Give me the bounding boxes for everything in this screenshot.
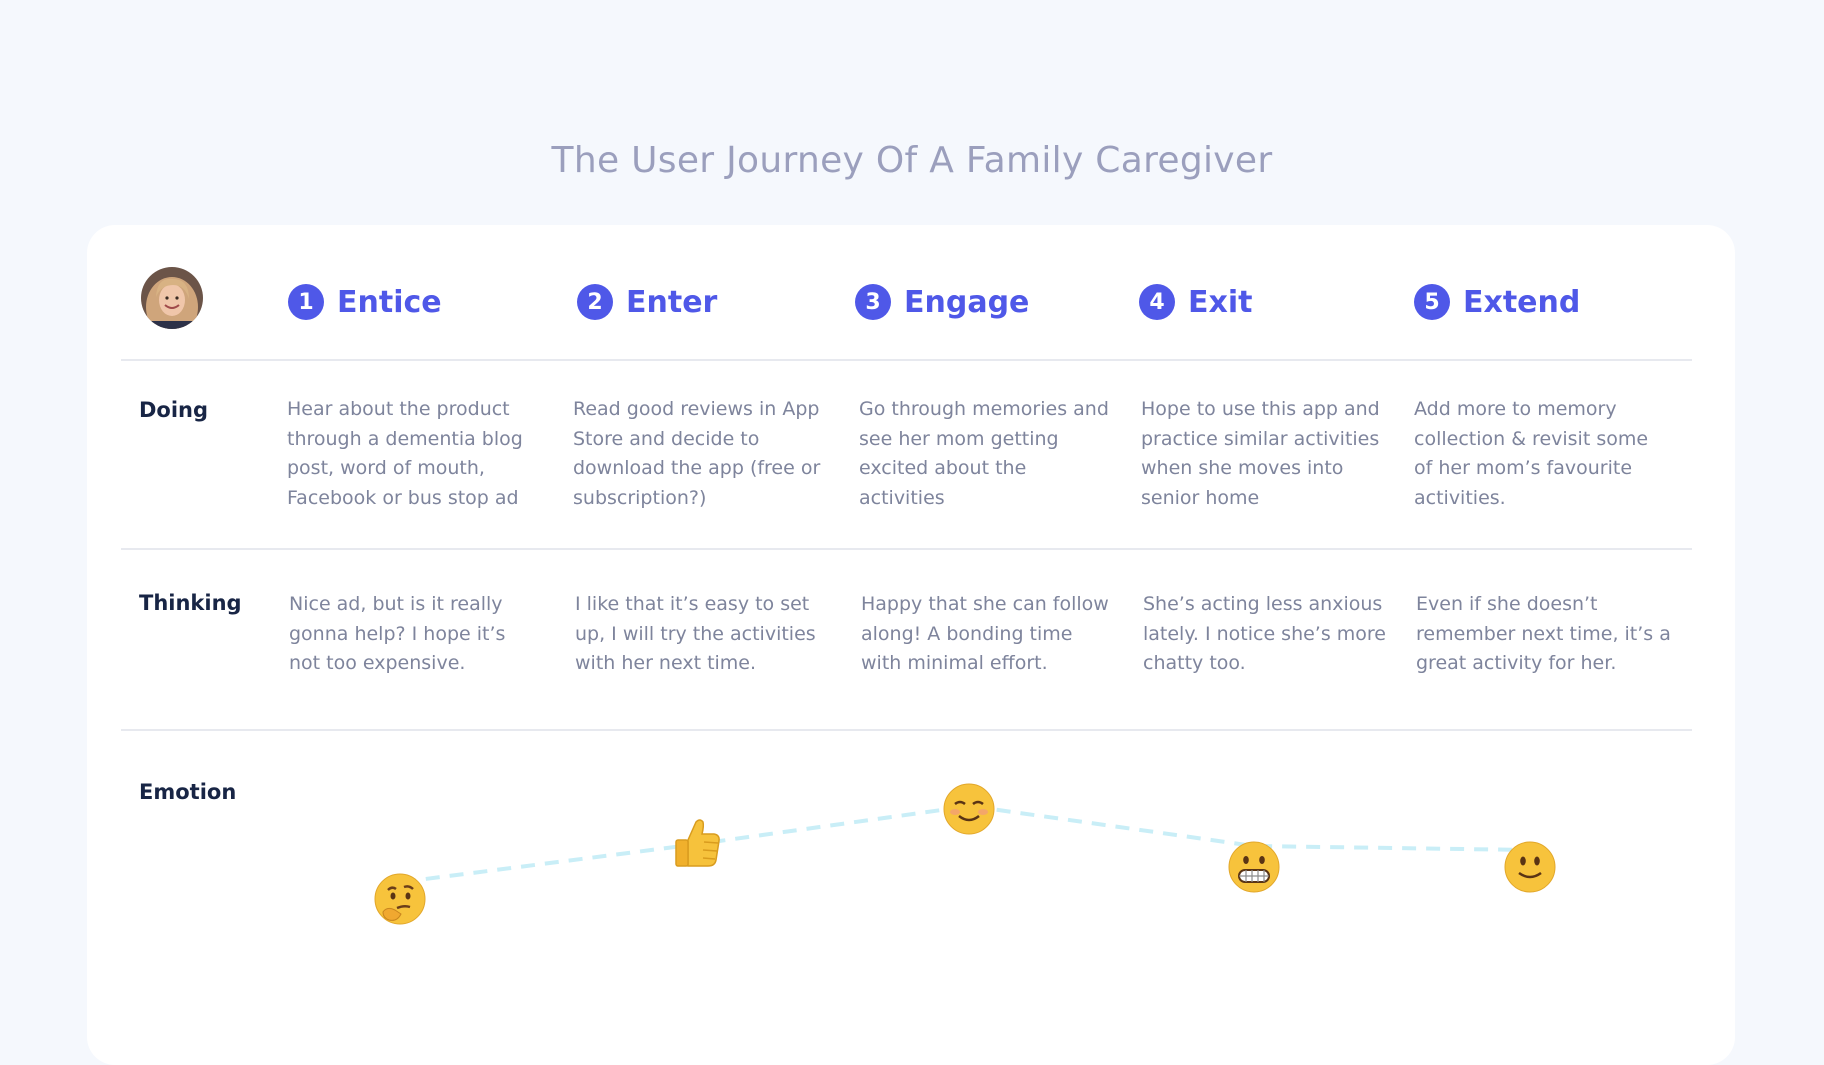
thinking-face-icon — [374, 873, 426, 925]
stage-label: Enter — [626, 284, 718, 320]
slightly-smiling-face-icon — [1504, 841, 1556, 893]
thinking-cell-entice: Nice ad, but is it really gonna help? I … — [289, 593, 506, 674]
thinking-cell-exit: She’s acting less anxious lately. I noti… — [1143, 593, 1386, 674]
stage-header-entice: 1 Entice — [288, 282, 442, 322]
thinking-divider — [121, 729, 1692, 731]
page-title: The User Journey Of A Family Caregiver — [551, 140, 1273, 181]
row-label-emotion: Emotion — [139, 780, 237, 804]
stage-number-badge: 5 — [1414, 284, 1450, 320]
smiling-face-icon — [943, 783, 995, 835]
row-label-doing: Doing — [139, 398, 209, 422]
stage-label: Extend — [1463, 284, 1581, 320]
stage-label: Entice — [337, 284, 442, 320]
doing-cell-entice: Hear about the product through a dementi… — [287, 398, 523, 509]
thinking-cell-enter: I like that it’s easy to set up, I will … — [575, 593, 816, 674]
row-label-thinking: Thinking — [139, 591, 242, 615]
doing-cell-extend: Add more to memory collection & revisit … — [1414, 398, 1649, 509]
stage-label: Engage — [904, 284, 1030, 320]
thumbs-up-icon — [675, 819, 720, 867]
grimacing-face-icon — [1228, 841, 1280, 893]
avatar — [141, 267, 203, 329]
doing-cell-enter: Read good reviews in App Store and decid… — [573, 398, 821, 509]
header-divider — [121, 359, 1692, 361]
stage-header-enter: 2 Enter — [577, 282, 717, 322]
stage-header-extend: 5 Extend — [1414, 282, 1580, 322]
stage-number-badge: 4 — [1139, 284, 1175, 320]
stage-header-exit: 4 Exit — [1139, 282, 1252, 322]
stage-number-badge: 3 — [855, 284, 891, 320]
journey-map-card — [87, 225, 1735, 1065]
doing-cell-engage: Go through memories and see her mom gett… — [859, 398, 1109, 509]
thinking-cell-extend: Even if she doesn’t remember next time, … — [1416, 593, 1671, 674]
doing-divider — [121, 548, 1692, 550]
stage-number-badge: 2 — [577, 284, 613, 320]
thinking-cell-engage: Happy that she can follow along! A bondi… — [861, 593, 1109, 674]
stage-label: Exit — [1188, 284, 1253, 320]
doing-cell-exit: Hope to use this app and practice simila… — [1141, 398, 1380, 509]
stage-header-engage: 3 Engage — [855, 282, 1029, 322]
stage-number-badge: 1 — [288, 284, 324, 320]
